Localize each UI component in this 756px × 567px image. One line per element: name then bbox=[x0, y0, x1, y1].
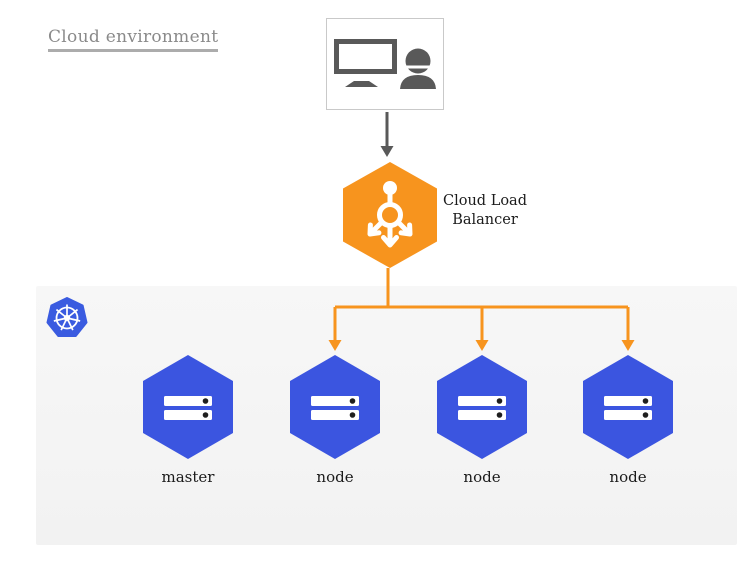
load-balancer-glyph bbox=[367, 181, 413, 248]
server-hexagon-icon bbox=[143, 355, 233, 459]
monitor-icon bbox=[334, 39, 397, 87]
page-title: Cloud environment bbox=[48, 27, 219, 52]
cluster-node-3: node bbox=[583, 355, 673, 486]
load-balancer-label: Cloud Load Balancer bbox=[443, 193, 527, 228]
cluster-node-master: master bbox=[143, 355, 233, 486]
kubernetes-logo-icon bbox=[46, 297, 88, 337]
client-workstation-box bbox=[326, 18, 444, 110]
monitor-user-icon bbox=[334, 39, 436, 89]
node-label: node bbox=[463, 468, 501, 486]
cluster-node-2: node bbox=[437, 355, 527, 486]
user-icon bbox=[400, 48, 436, 89]
server-icon bbox=[164, 396, 212, 420]
server-icon bbox=[311, 396, 359, 420]
cluster-node-1: node bbox=[290, 355, 380, 486]
server-hexagon-icon bbox=[583, 355, 673, 459]
server-icon bbox=[604, 396, 652, 420]
server-icon bbox=[458, 396, 506, 420]
client-to-lb-arrow-icon bbox=[380, 112, 394, 157]
server-hexagon-icon bbox=[290, 355, 380, 459]
node-label: node bbox=[316, 468, 354, 486]
load-balancer-icon bbox=[343, 162, 437, 268]
node-label: node bbox=[609, 468, 647, 486]
node-label: master bbox=[161, 468, 215, 486]
helm-wheel-icon bbox=[53, 304, 81, 331]
server-hexagon-icon bbox=[437, 355, 527, 459]
